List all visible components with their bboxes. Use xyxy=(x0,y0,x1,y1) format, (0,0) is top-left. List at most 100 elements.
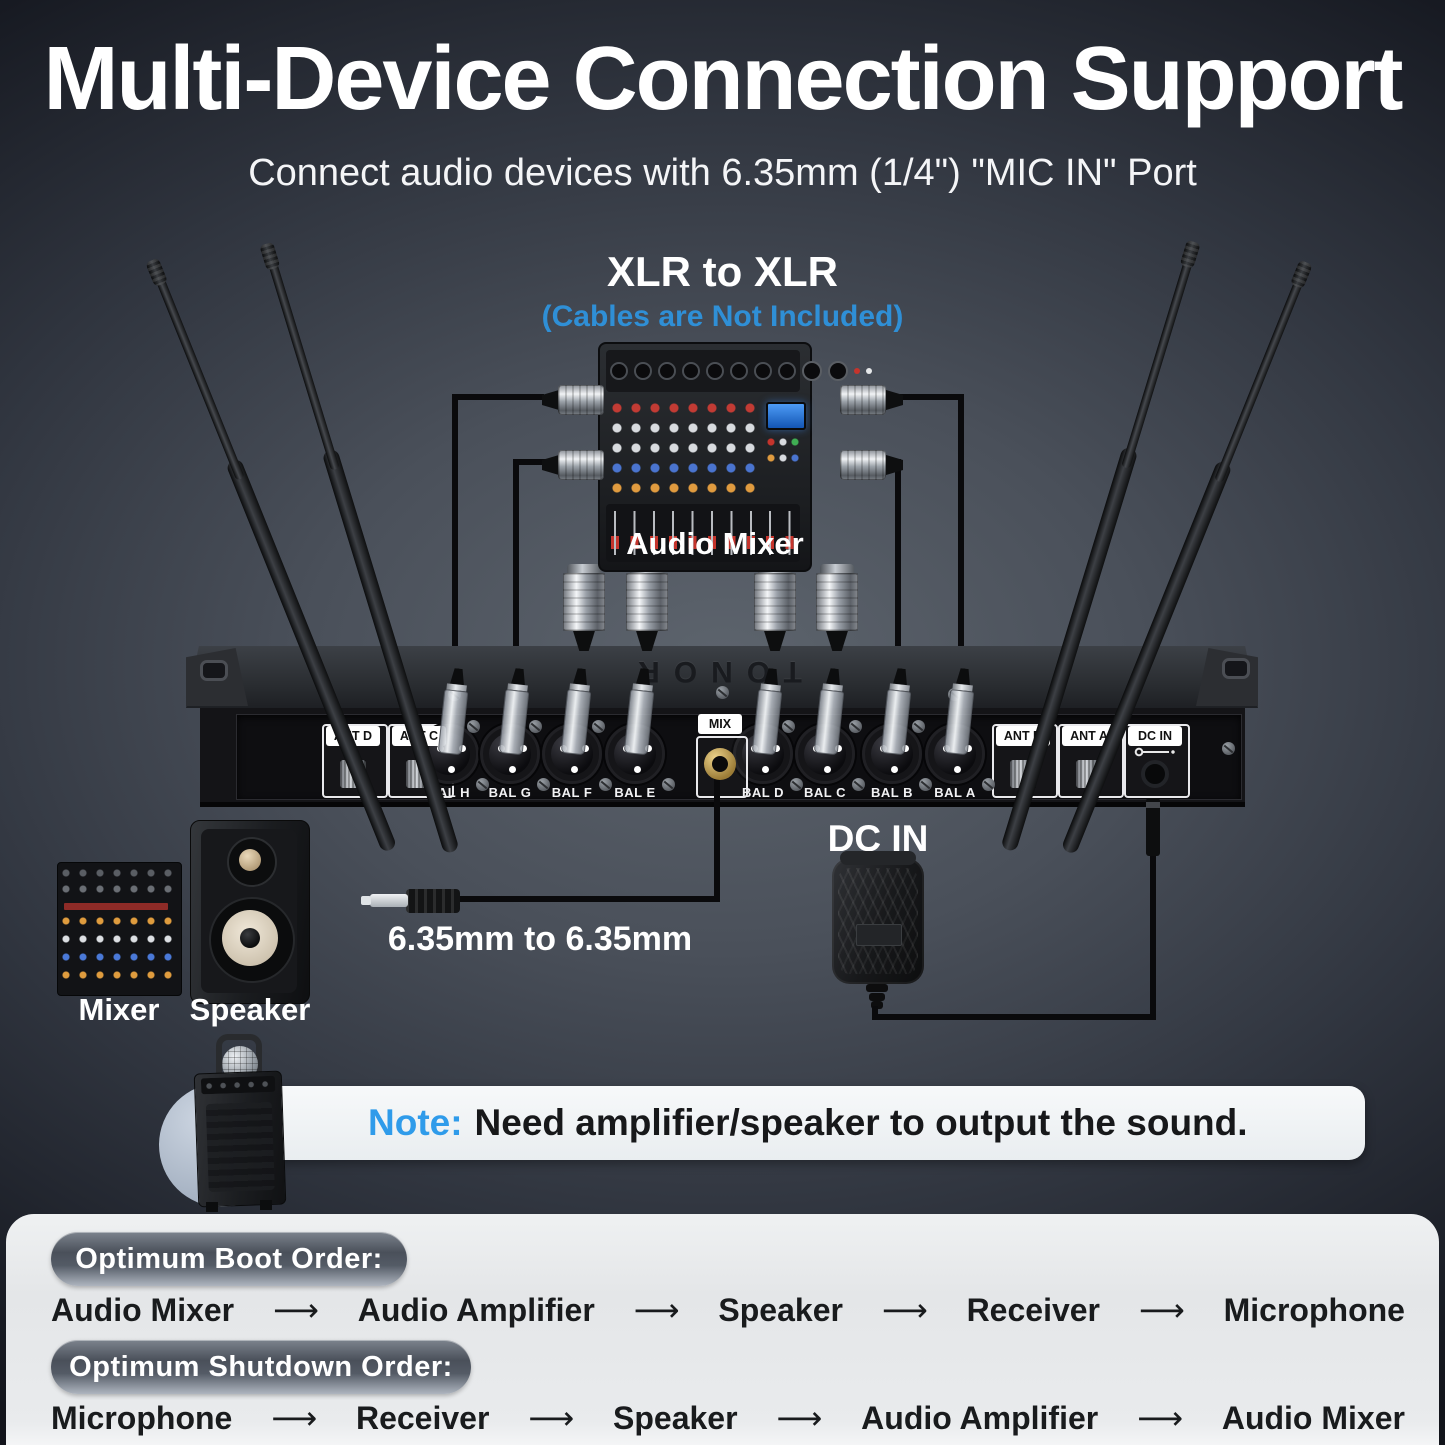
adapter-label-plate xyxy=(856,924,902,946)
screw-icon xyxy=(982,778,995,791)
xlr-section-heading: XLR to XLR xyxy=(607,248,838,295)
order-item: Audio Amplifier xyxy=(861,1399,1099,1436)
arrow-icon: ⟶ xyxy=(528,1399,575,1437)
screw-icon xyxy=(599,778,612,791)
quarter-inch-plug xyxy=(406,889,460,913)
screw-icon xyxy=(1222,742,1235,755)
screw-icon xyxy=(790,778,803,791)
dc-jack xyxy=(1141,760,1169,788)
quarter-inch-plug-tip xyxy=(361,896,371,905)
xlr-connector-icon xyxy=(542,390,559,410)
quarter-inch-cable xyxy=(714,774,720,902)
order-item: Receiver xyxy=(355,1399,490,1436)
strain-relief xyxy=(871,1001,883,1009)
ant-port-badge: ANT A xyxy=(1062,726,1116,746)
pa-speaker-foot xyxy=(206,1202,218,1212)
screw-icon xyxy=(529,720,542,733)
xlr-cable xyxy=(513,459,546,465)
xlr-connector-icon xyxy=(840,450,886,480)
bal-port-label: BAL A xyxy=(934,785,976,800)
xlr-cable xyxy=(895,459,901,672)
ant-port-box xyxy=(322,724,388,798)
xlr-connector-icon xyxy=(558,450,604,480)
arrow-icon: ⟶ xyxy=(271,1399,318,1437)
note-bar xyxy=(252,1086,1365,1160)
mixer-input-jacks xyxy=(606,350,872,392)
dc-port-badge: DC IN xyxy=(1128,726,1182,746)
mixer-label: Mixer xyxy=(78,992,160,1027)
xlr-cable xyxy=(958,394,964,672)
screw-icon xyxy=(467,720,480,733)
order-item: Speaker xyxy=(613,1399,738,1436)
power-adapter xyxy=(832,851,924,984)
arrow-icon: ⟶ xyxy=(1138,1291,1185,1329)
arrow-icon: ⟶ xyxy=(1137,1399,1183,1437)
order-item: Speaker xyxy=(718,1291,843,1328)
xlr-cable xyxy=(452,394,458,672)
speaker-label: Speaker xyxy=(189,992,311,1027)
pa-speaker-handle xyxy=(216,1034,262,1076)
screw-icon xyxy=(476,778,489,791)
mixer-buttons xyxy=(766,436,802,496)
boot-order-pill: Optimum Boot Order: xyxy=(51,1232,407,1286)
arrow-icon: ⟶ xyxy=(273,1291,319,1329)
shutdown-order-heading: Optimum Shutdown Order: xyxy=(69,1350,453,1383)
quarter-inch-cable xyxy=(458,896,720,902)
order-item: Audio Amplifier xyxy=(357,1291,595,1328)
cable-635-label: 6.35mm to 6.35mm xyxy=(387,920,693,958)
boot-order-heading: Optimum Boot Order: xyxy=(75,1242,383,1275)
order-item: Microphone xyxy=(1223,1291,1405,1328)
dc-cable xyxy=(1150,852,1156,1020)
xlr-connector-icon xyxy=(840,385,886,415)
xlr-connector-icon xyxy=(886,390,903,410)
bal-port-label: BAL B xyxy=(871,785,913,800)
bal-port-label: BAL D xyxy=(742,785,784,800)
boot-order-row: Audio Mixer ⟶ Audio Amplifier ⟶ Speaker … xyxy=(51,1288,1405,1332)
screw-icon xyxy=(592,720,605,733)
dc-polarity-icon xyxy=(1134,747,1178,757)
order-item: Microphone xyxy=(51,1399,233,1436)
order-item: Audio Mixer xyxy=(1221,1399,1405,1436)
rack-ear-hole xyxy=(200,660,228,681)
page-title: Multi-Device Connection Support xyxy=(43,29,1403,129)
screw-icon xyxy=(662,778,675,791)
xlr-cable xyxy=(900,394,964,400)
pa-speaker-foot xyxy=(260,1200,272,1210)
screw-icon xyxy=(919,778,932,791)
bal-port-label: BAL E xyxy=(614,785,656,800)
tweeter xyxy=(227,837,277,887)
screw-icon xyxy=(537,778,550,791)
quarter-inch-plug-shaft xyxy=(370,894,408,907)
strain-relief xyxy=(866,984,888,992)
mixer-faders xyxy=(606,504,800,562)
audio-mixer-image xyxy=(598,342,872,572)
dc-port-box xyxy=(1124,724,1190,798)
xlr-connector-icon xyxy=(886,455,903,475)
audio-mixer-label: Audio Mixer xyxy=(626,526,804,561)
cables-not-included-note: (Cables are Not Included) xyxy=(541,300,904,333)
pa-speaker-image xyxy=(193,1070,287,1208)
note-text: Note: Need amplifier/speaker to output t… xyxy=(368,1086,1348,1160)
xlr-output-port: BAL A xyxy=(925,724,985,800)
bal-port-label: BAL F xyxy=(551,785,593,800)
arrow-icon: ⟶ xyxy=(633,1291,680,1329)
arrow-icon: ⟶ xyxy=(881,1291,928,1329)
bal-port-label: BAL G xyxy=(488,785,532,800)
arrow-icon: ⟶ xyxy=(776,1399,823,1437)
shutdown-order-pill: Optimum Shutdown Order: xyxy=(51,1340,471,1394)
mix-port-badge: MIX xyxy=(698,714,742,734)
rack-ear xyxy=(1196,648,1258,706)
dc-plug xyxy=(1146,798,1160,856)
xlr-cable xyxy=(513,459,519,672)
screw-icon xyxy=(849,720,862,733)
mix-quarter-inch-jack xyxy=(704,748,736,780)
screw-icon xyxy=(782,720,795,733)
dj-mixer-image xyxy=(57,862,182,996)
dc-cable xyxy=(872,1014,1156,1020)
xlr-connector-icon xyxy=(542,455,559,475)
rack-ear-hole xyxy=(1222,658,1250,679)
strain-relief xyxy=(869,993,885,1001)
bookshelf-speaker-image xyxy=(190,820,310,1004)
mixer-knobs xyxy=(608,398,760,498)
